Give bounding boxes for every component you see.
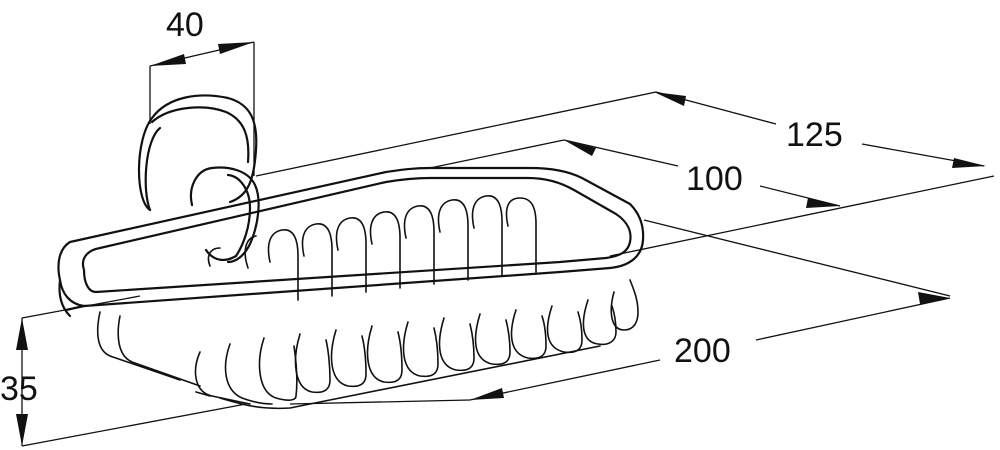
arrowhead [952,158,986,168]
arrowhead [806,198,840,208]
arrowhead [918,292,950,304]
basket-back-wires [207,195,537,301]
dimension-200: 200 [289,219,951,405]
arrowhead [218,42,254,54]
dimension-label-40: 40 [166,6,204,44]
dimension-label-200: 200 [674,332,731,370]
wall-bracket [137,94,260,264]
dimension-35: 35 [0,295,247,447]
dimension-label-35: 35 [0,370,38,408]
dimension-40: 40 [149,6,255,176]
arrowhead [470,388,504,400]
dimension-100: 100 [429,139,841,208]
dimension-label-100: 100 [686,160,743,198]
arrowhead [654,92,686,106]
arrowhead [16,414,28,446]
basket-front-wires [96,279,639,410]
arrowhead [564,140,596,156]
arrowhead [16,318,28,350]
dimension-125: 125 [255,91,995,257]
dimension-label-125: 125 [786,116,843,154]
arrowhead [150,54,186,66]
